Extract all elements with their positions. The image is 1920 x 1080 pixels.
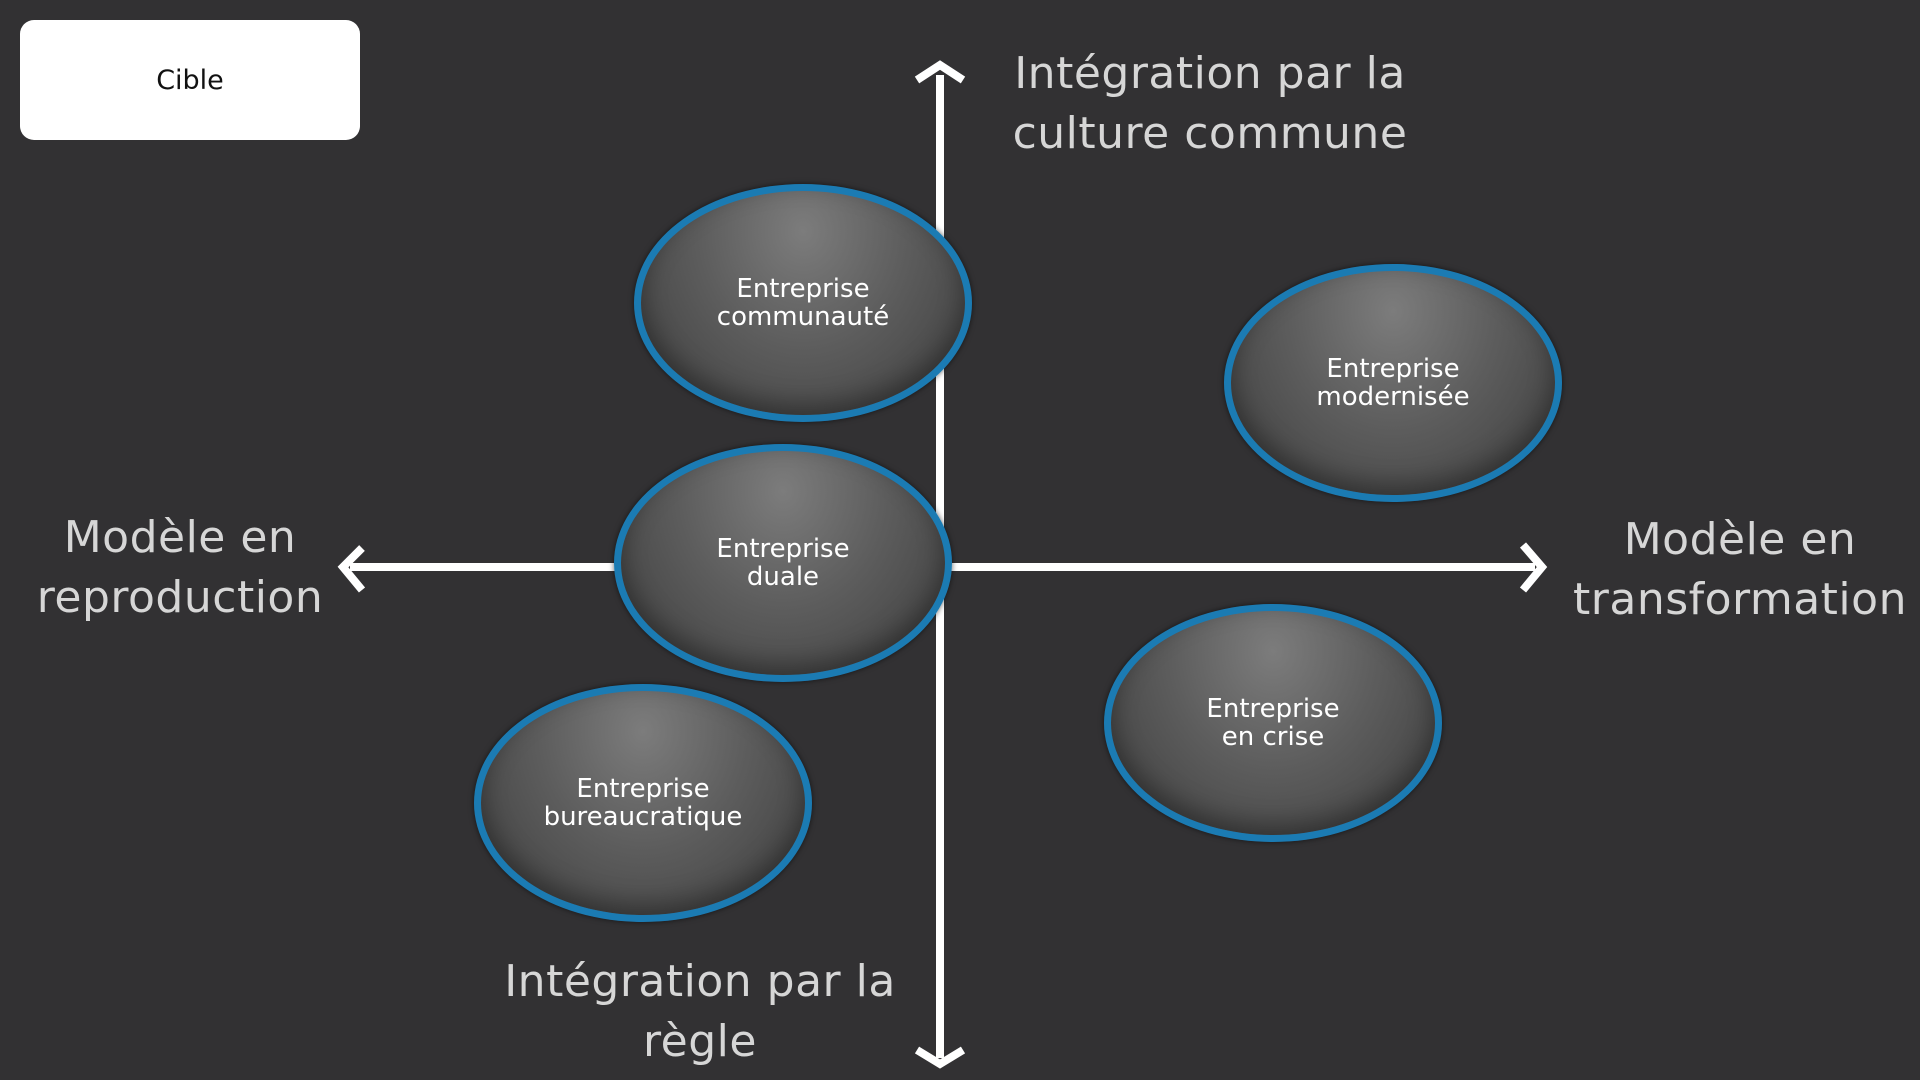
- axis-label-bottom: Intégration par la règle: [480, 952, 920, 1072]
- axis-label-left-line-2: reproduction: [36, 572, 324, 623]
- tag-label: Cible: [156, 64, 224, 96]
- node-label: Entreprise bureaucratique: [544, 775, 743, 831]
- node-label-line-1: Entreprise: [736, 274, 870, 304]
- node-entreprise-modernisee: Entreprise modernisée: [1224, 264, 1562, 502]
- node-entreprise-en-crise: Entreprise en crise: [1104, 604, 1442, 842]
- node-label-line-1: Entreprise: [576, 774, 710, 804]
- node-label-line-2: communauté: [716, 302, 890, 332]
- node-label-line-1: Entreprise: [1206, 694, 1340, 724]
- axis-label-right-line-1: Modèle en: [1623, 514, 1857, 565]
- node-label-line-2: duale: [746, 562, 820, 592]
- axis-label-top-line-2: culture commune: [1012, 108, 1408, 159]
- axis-label-right: Modèle en transformation: [1565, 510, 1915, 630]
- node-label-line-2: bureaucratique: [543, 802, 743, 832]
- node-label-line-2: modernisée: [1316, 382, 1470, 412]
- node-label: Entreprise communauté: [717, 275, 889, 331]
- node-label-line-1: Entreprise: [1326, 354, 1460, 384]
- node-label: Entreprise modernisée: [1316, 355, 1469, 411]
- arrow-up-icon: [914, 60, 966, 84]
- node-label-line-1: Entreprise: [716, 534, 850, 564]
- axis-label-left-line-1: Modèle en: [63, 512, 297, 563]
- node-entreprise-duale: Entreprise duale: [614, 444, 952, 682]
- axis-label-top: Intégration par la culture commune: [990, 44, 1430, 164]
- arrow-left-icon: [337, 545, 366, 593]
- tag-box: Cible: [20, 20, 360, 140]
- node-label: Entreprise duale: [716, 535, 849, 591]
- node-label: Entreprise en crise: [1206, 695, 1339, 751]
- axis-label-bottom-line-1: Intégration par la: [504, 956, 896, 1007]
- node-label-line-2: en crise: [1221, 722, 1325, 752]
- node-entreprise-bureaucratique: Entreprise bureaucratique: [474, 684, 812, 922]
- axis-label-right-line-2: transformation: [1573, 574, 1907, 625]
- arrow-down-icon: [914, 1046, 966, 1069]
- axis-label-top-line-1: Intégration par la: [1014, 48, 1406, 99]
- arrow-right-icon: [1519, 542, 1548, 593]
- axis-label-left: Modèle en reproduction: [20, 508, 340, 628]
- node-entreprise-communaute: Entreprise communauté: [634, 184, 972, 422]
- axis-label-bottom-line-2: règle: [643, 1016, 757, 1067]
